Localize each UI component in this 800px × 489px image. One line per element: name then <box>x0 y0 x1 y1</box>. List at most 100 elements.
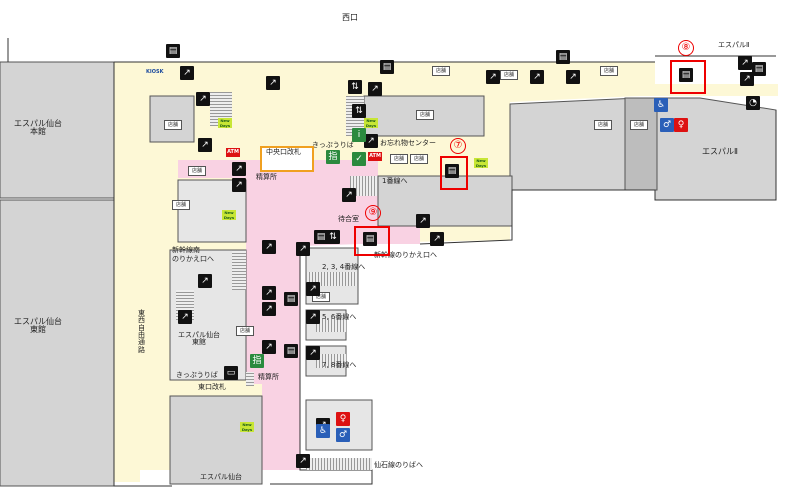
escalator-icon: ↗ <box>232 162 246 176</box>
marker-8-label: ⑧ <box>678 40 694 56</box>
stairs-78 <box>316 354 346 368</box>
escalator-icon: ↗ <box>266 76 280 90</box>
espal-sendai-bottom-label: エスパル仙台 <box>200 473 242 481</box>
locker-icon: ▤ <box>166 44 180 58</box>
locker-icon: ▤ <box>445 164 459 178</box>
escalator-icon: ↗ <box>262 302 276 316</box>
stairs-56 <box>316 318 346 332</box>
escalator-icon: ↗ <box>296 454 310 468</box>
locker-icon: ▤ <box>380 60 394 74</box>
wheelchair-icon: ♿ <box>316 424 330 438</box>
espal-east-small-label: エスパル仙台 東館 <box>178 331 220 346</box>
escalator-icon: ↗ <box>296 242 310 256</box>
paid-area <box>178 160 420 470</box>
escalator-icon: ↗ <box>232 178 246 192</box>
free-passage-label: 東西自由通路 <box>138 309 145 354</box>
marker-9-label: ⑨ <box>365 205 381 221</box>
shop-tag: 店舗 <box>630 120 648 130</box>
central-gate-box <box>260 146 314 172</box>
escalator-icon: ↗ <box>566 70 580 84</box>
top-building-left <box>149 95 195 143</box>
locker-icon: ▤ <box>314 230 328 244</box>
seat-reservation-icon: 指 <box>250 354 264 368</box>
escalator-icon: ↗ <box>178 310 192 324</box>
espal-ii-label: エスパルⅡ <box>702 147 738 156</box>
track78-label: 7, 8番線へ <box>322 361 357 369</box>
newdays-icon: New Days <box>364 118 378 128</box>
ticket-icon: ▭ <box>224 366 238 380</box>
escalator-icon: ↗ <box>738 56 752 70</box>
kiosk-label: KIOSK <box>146 69 164 75</box>
escalator-icon: ↗ <box>198 274 212 288</box>
escalator-icon: ↗ <box>262 240 276 254</box>
stairs-left-upper <box>232 250 246 290</box>
escalator-icon: ↗ <box>196 92 210 106</box>
shop-tag: 店舗 <box>164 120 182 130</box>
escalator-icon: ↗ <box>262 286 276 300</box>
escalator-icon: ↗ <box>198 138 212 152</box>
marker-8-box <box>670 60 706 94</box>
escalator-icon: ↗ <box>306 282 320 296</box>
seisan-top-label: 精算所 <box>256 173 277 181</box>
shop-tag: 店舗 <box>312 292 330 302</box>
escalator-icon: ↗ <box>306 310 320 324</box>
toilet-icon: ♀ <box>336 412 350 426</box>
center-right-block <box>377 175 513 227</box>
newdays-icon: New Days <box>222 210 236 220</box>
central-gate-label: 中央口改札 <box>266 148 301 156</box>
shop-tag: 店舗 <box>600 66 618 76</box>
marker-7-box <box>440 156 468 190</box>
atm-icon: ATM <box>226 148 240 157</box>
shop-tag: 店舗 <box>410 154 428 164</box>
bottom-left-block <box>169 395 263 485</box>
espal-ii-top-label: エスパルⅡ <box>718 41 750 49</box>
lost-found-icon: ✓ <box>352 152 366 166</box>
elevator-icon: ⇅ <box>326 230 340 244</box>
locker-icon: ▤ <box>363 232 377 246</box>
escalator-icon: ↗ <box>530 70 544 84</box>
gate-barrier-east <box>246 372 254 386</box>
shop-tag: 店舗 <box>500 70 518 80</box>
shop-tag: 店舗 <box>416 110 434 120</box>
shinkansen-transfer-label: 新幹線のりかえ口へ <box>374 251 437 259</box>
kippu-bottom-label: きっぷうりば <box>176 371 218 379</box>
escalator-icon: ↗ <box>342 188 356 202</box>
escalator-icon: ↗ <box>486 70 500 84</box>
outer-outline <box>113 62 172 487</box>
atm-icon: ATM <box>368 152 382 161</box>
escalator-icon: ↗ <box>416 214 430 228</box>
locker-icon: ▤ <box>679 68 693 82</box>
shop-tag: 店舗 <box>236 326 254 336</box>
senseki-label: 仙石線のりばへ <box>374 461 423 469</box>
elevator-icon: ⇅ <box>352 104 366 118</box>
track56-label: 5, 6番線へ <box>322 313 357 321</box>
shinkansen-south-label: 新幹線南 のりかえ口へ <box>172 246 214 264</box>
escalator-icon: ↗ <box>262 340 276 354</box>
west-exit-label: 西口 <box>342 13 358 22</box>
stairs-top-left <box>210 92 232 126</box>
shop-tag: 店舗 <box>432 66 450 76</box>
information-icon: i <box>352 128 366 142</box>
espal-higashikan-block <box>0 199 115 487</box>
elevator-icon: ⇅ <box>348 80 362 94</box>
shop-tag: 店舗 <box>594 120 612 130</box>
seat-reservation-icon: 指 <box>326 150 340 164</box>
stairs-senseki <box>306 458 372 470</box>
shop-tag: 店舗 <box>188 166 206 176</box>
escalator-icon: ↗ <box>364 134 378 148</box>
escalator-icon: ↗ <box>368 82 382 96</box>
escalator-icon: ↗ <box>740 72 754 86</box>
escalator-icon: ↗ <box>430 232 444 246</box>
toilet-icon: ♂ <box>336 428 350 442</box>
lost-found-label: お忘れ物センター <box>380 139 436 147</box>
seisan-bottom-label: 精算所 <box>258 373 279 381</box>
escalator-icon: ↗ <box>180 66 194 80</box>
east-gate-label: 東口改札 <box>198 383 226 391</box>
espal-honkan-block <box>0 61 115 199</box>
locker-icon: ▤ <box>556 50 570 64</box>
wheelchair-icon: ♿ <box>654 98 668 112</box>
newdays-icon: New Days <box>240 422 254 432</box>
newdays-icon: New Days <box>474 158 488 168</box>
track1-label: 1番線へ <box>382 177 408 185</box>
